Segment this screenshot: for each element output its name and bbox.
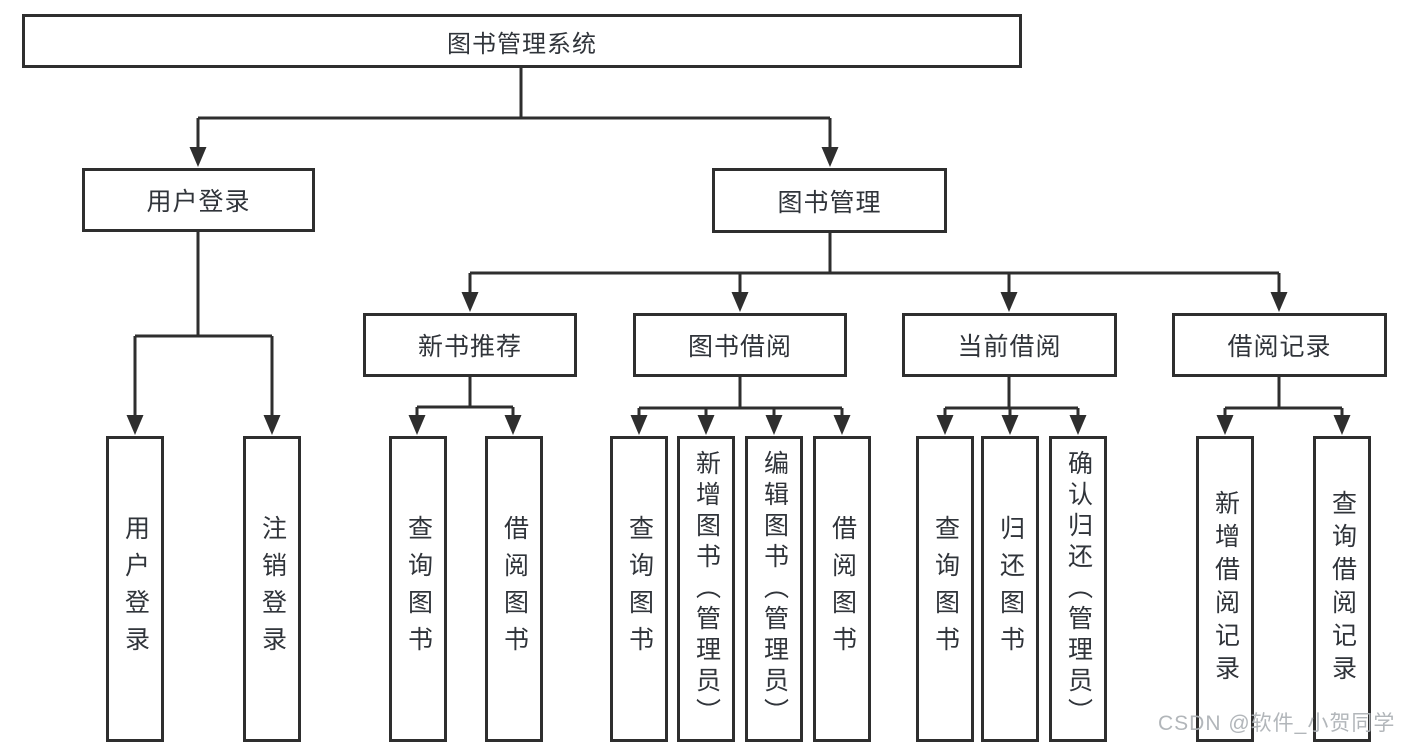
node-label: 新书推荐 bbox=[417, 333, 522, 361]
node-label: 确认归还（管理员） bbox=[1064, 449, 1093, 729]
node-user-login: 用户登录 bbox=[82, 168, 315, 232]
leaf-borrowing-borrow-books: 借阅图书 bbox=[813, 436, 871, 742]
leaf-return-books: 归还图书 bbox=[981, 436, 1039, 742]
leaf-newbook-query-books: 查询图书 bbox=[389, 436, 447, 742]
node-label: 当前借阅 bbox=[957, 333, 1062, 361]
node-label: 借阅记录 bbox=[1227, 333, 1332, 361]
leaf-newbook-borrow-books: 借阅图书 bbox=[485, 436, 543, 742]
node-label: 新增借阅记录 bbox=[1211, 490, 1240, 688]
arrowheads bbox=[126, 147, 1351, 435]
node-label: 查询借阅记录 bbox=[1328, 490, 1357, 688]
leaf-query-borrow-record: 查询借阅记录 bbox=[1313, 436, 1371, 742]
node-label: 查询图书 bbox=[931, 515, 960, 663]
node-label: 用户登录 bbox=[146, 188, 251, 216]
leaf-confirm-return-admin: 确认归还（管理员） bbox=[1049, 436, 1107, 742]
node-borrowing-records: 借阅记录 bbox=[1172, 313, 1387, 377]
node-label: 用户登录 bbox=[121, 515, 150, 663]
node-label: 图书借阅 bbox=[687, 333, 792, 361]
leaf-current-query-books: 查询图书 bbox=[916, 436, 974, 742]
node-current-borrowing: 当前借阅 bbox=[902, 313, 1117, 377]
leaf-add-book-admin: 新增图书（管理员） bbox=[677, 436, 735, 742]
node-label: 图书管理 bbox=[777, 188, 882, 217]
node-label: 图书管理系统 bbox=[447, 30, 597, 58]
node-book-management: 图书管理 bbox=[712, 168, 947, 233]
leaf-user-login: 用户登录 bbox=[106, 436, 164, 742]
node-book-borrowing: 图书借阅 bbox=[633, 313, 847, 377]
node-label: 编辑图书（管理员） bbox=[760, 449, 789, 729]
node-label: 新增图书（管理员） bbox=[692, 449, 721, 729]
node-label: 借阅图书 bbox=[828, 515, 857, 663]
leaf-borrowing-query-books: 查询图书 bbox=[610, 436, 668, 742]
leaf-logout: 注销登录 bbox=[243, 436, 301, 742]
node-label: 借阅图书 bbox=[500, 515, 529, 663]
node-library-management-system: 图书管理系统 bbox=[22, 14, 1022, 68]
watermark-text: CSDN @软件_小贺同学 bbox=[1158, 712, 1396, 735]
leaf-edit-book-admin: 编辑图书（管理员） bbox=[745, 436, 803, 742]
node-label: 查询图书 bbox=[625, 515, 654, 663]
connector-paths bbox=[133, 68, 1344, 420]
node-new-book-recommendation: 新书推荐 bbox=[363, 313, 577, 377]
leaf-add-borrow-record: 新增借阅记录 bbox=[1196, 436, 1254, 742]
node-label: 查询图书 bbox=[404, 515, 433, 663]
node-label: 注销登录 bbox=[258, 515, 287, 663]
node-label: 归还图书 bbox=[996, 515, 1025, 663]
